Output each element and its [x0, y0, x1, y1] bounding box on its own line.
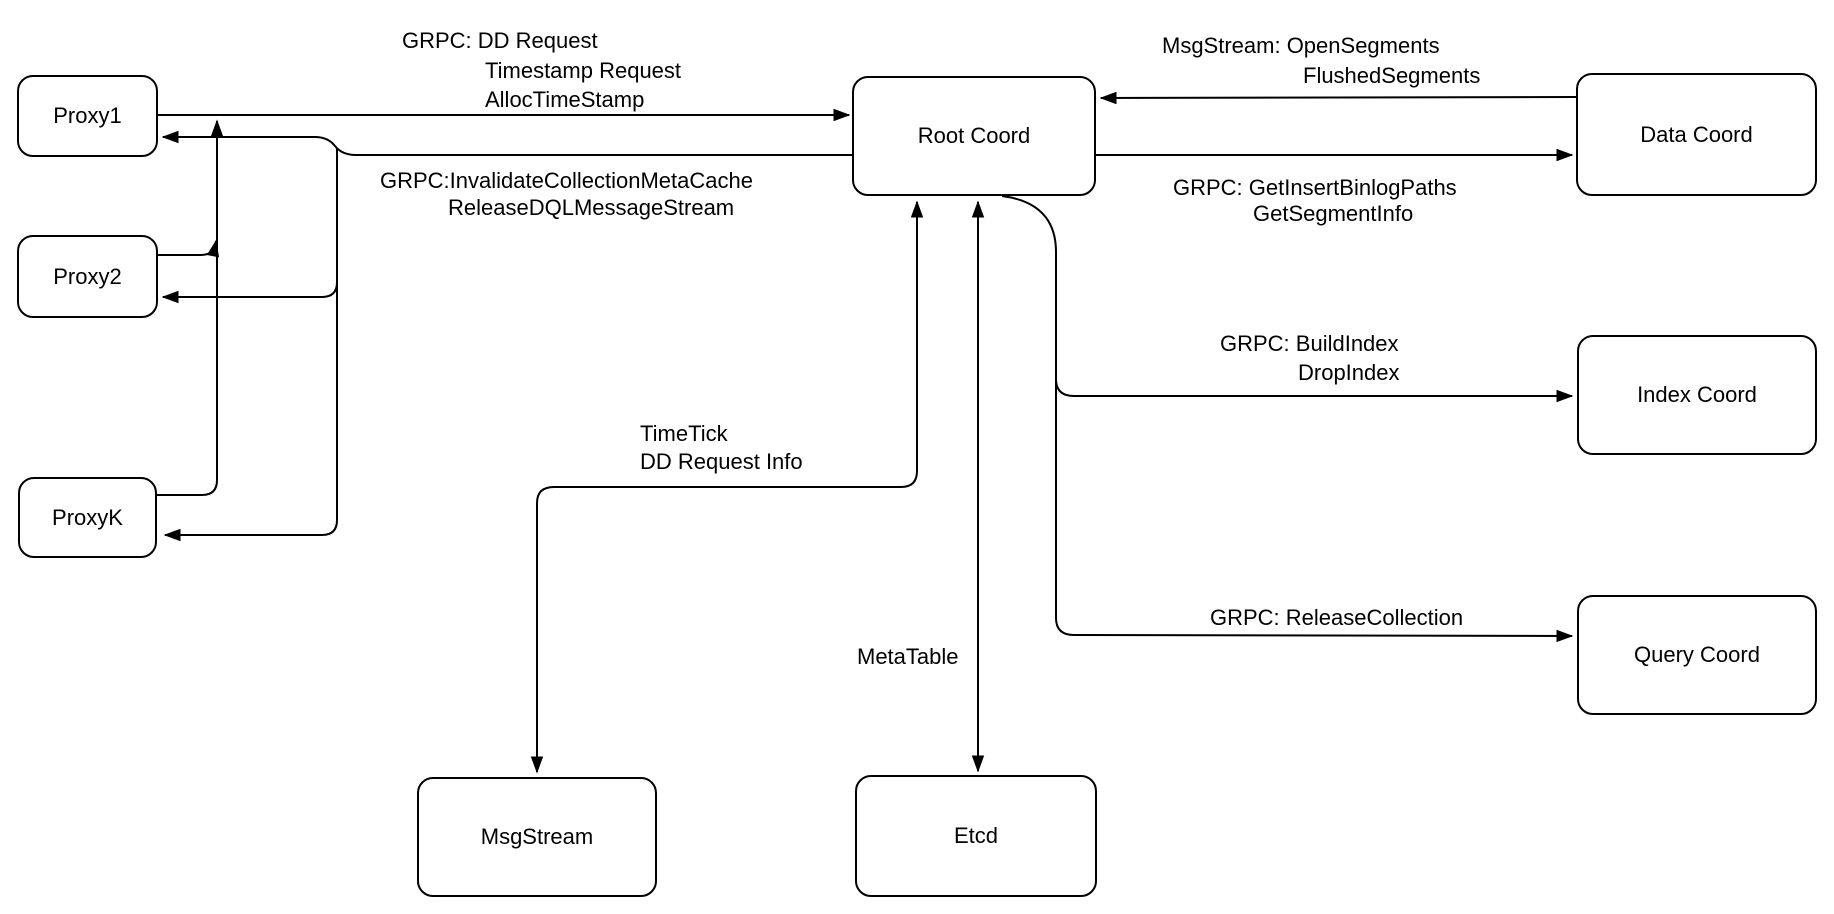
node-root-coord-label: Root Coord [917, 123, 1031, 148]
node-index-coord-label: Index Coord [1637, 382, 1757, 407]
node-proxyk: ProxyK [18, 477, 157, 558]
node-msgstream-label: MsgStream [480, 824, 594, 849]
node-root-coord: Root Coord [852, 76, 1096, 196]
edge-label-root-to-data-line1: GRPC: GetInsertBinlogPaths [1173, 175, 1457, 200]
node-query-coord-label: Query Coord [1634, 642, 1760, 667]
node-query-coord: Query Coord [1577, 595, 1817, 715]
edge-label-data-to-root-line1: MsgStream: OpenSegments [1162, 33, 1440, 58]
node-proxy1: Proxy1 [17, 75, 158, 157]
edge-root-msgstream [530, 200, 924, 774]
edge-root-to-index-branch [1055, 378, 1574, 403]
node-data-coord: Data Coord [1576, 73, 1817, 196]
node-proxy1-label: Proxy1 [53, 103, 122, 128]
node-etcd: Etcd [855, 775, 1097, 897]
edge-label-root-to-index-line2: DropIndex [1298, 360, 1400, 385]
edge-label-proxy1-to-root-line1: GRPC: DD Request [402, 28, 598, 53]
edge-label-proxy1-to-root-line3: AllocTimeStamp [485, 87, 645, 112]
edge-root-to-query-trunk [1001, 195, 1574, 643]
node-msgstream: MsgStream [417, 777, 657, 897]
edge-proxy2-join [158, 239, 220, 258]
node-proxyk-label: ProxyK [52, 504, 123, 530]
edge-label-root-to-msgstream-line2: DD Request Info [640, 449, 803, 474]
edge-root-to-proxyk [163, 282, 338, 542]
edge-label-root-to-index-line1: GRPC: BuildIndex [1220, 331, 1399, 356]
edge-proxyk-join [157, 119, 224, 496]
edge-label-root-to-msgstream-line1: TimeTick [640, 421, 728, 446]
edge-label-root-to-proxies-line2: ReleaseDQLMessageStream [448, 195, 735, 220]
edge-label-proxy1-to-root-line2: Timestamp Request [485, 58, 682, 83]
edge-label-root-to-query: GRPC: ReleaseCollection [1210, 605, 1464, 630]
edge-label-root-to-data-line2: GetSegmentInfo [1253, 201, 1414, 226]
edge-label-data-to-root-line2: FlushedSegments [1303, 63, 1481, 88]
node-data-coord-label: Data Coord [1640, 121, 1753, 147]
node-etcd-label: Etcd [953, 823, 999, 848]
node-proxy2: Proxy2 [17, 235, 158, 318]
node-proxy2-label: Proxy2 [53, 263, 122, 289]
edge-label-root-to-etcd: MetaTable [857, 644, 959, 669]
edge-root-to-proxy2 [161, 149, 338, 304]
edge-data-to-root [1099, 91, 1577, 105]
edge-label-root-to-proxies-line1: GRPC:InvalidateCollectionMetaCache [380, 168, 753, 193]
node-index-coord: Index Coord [1577, 335, 1817, 455]
edge-root-to-proxy1 [161, 130, 852, 156]
